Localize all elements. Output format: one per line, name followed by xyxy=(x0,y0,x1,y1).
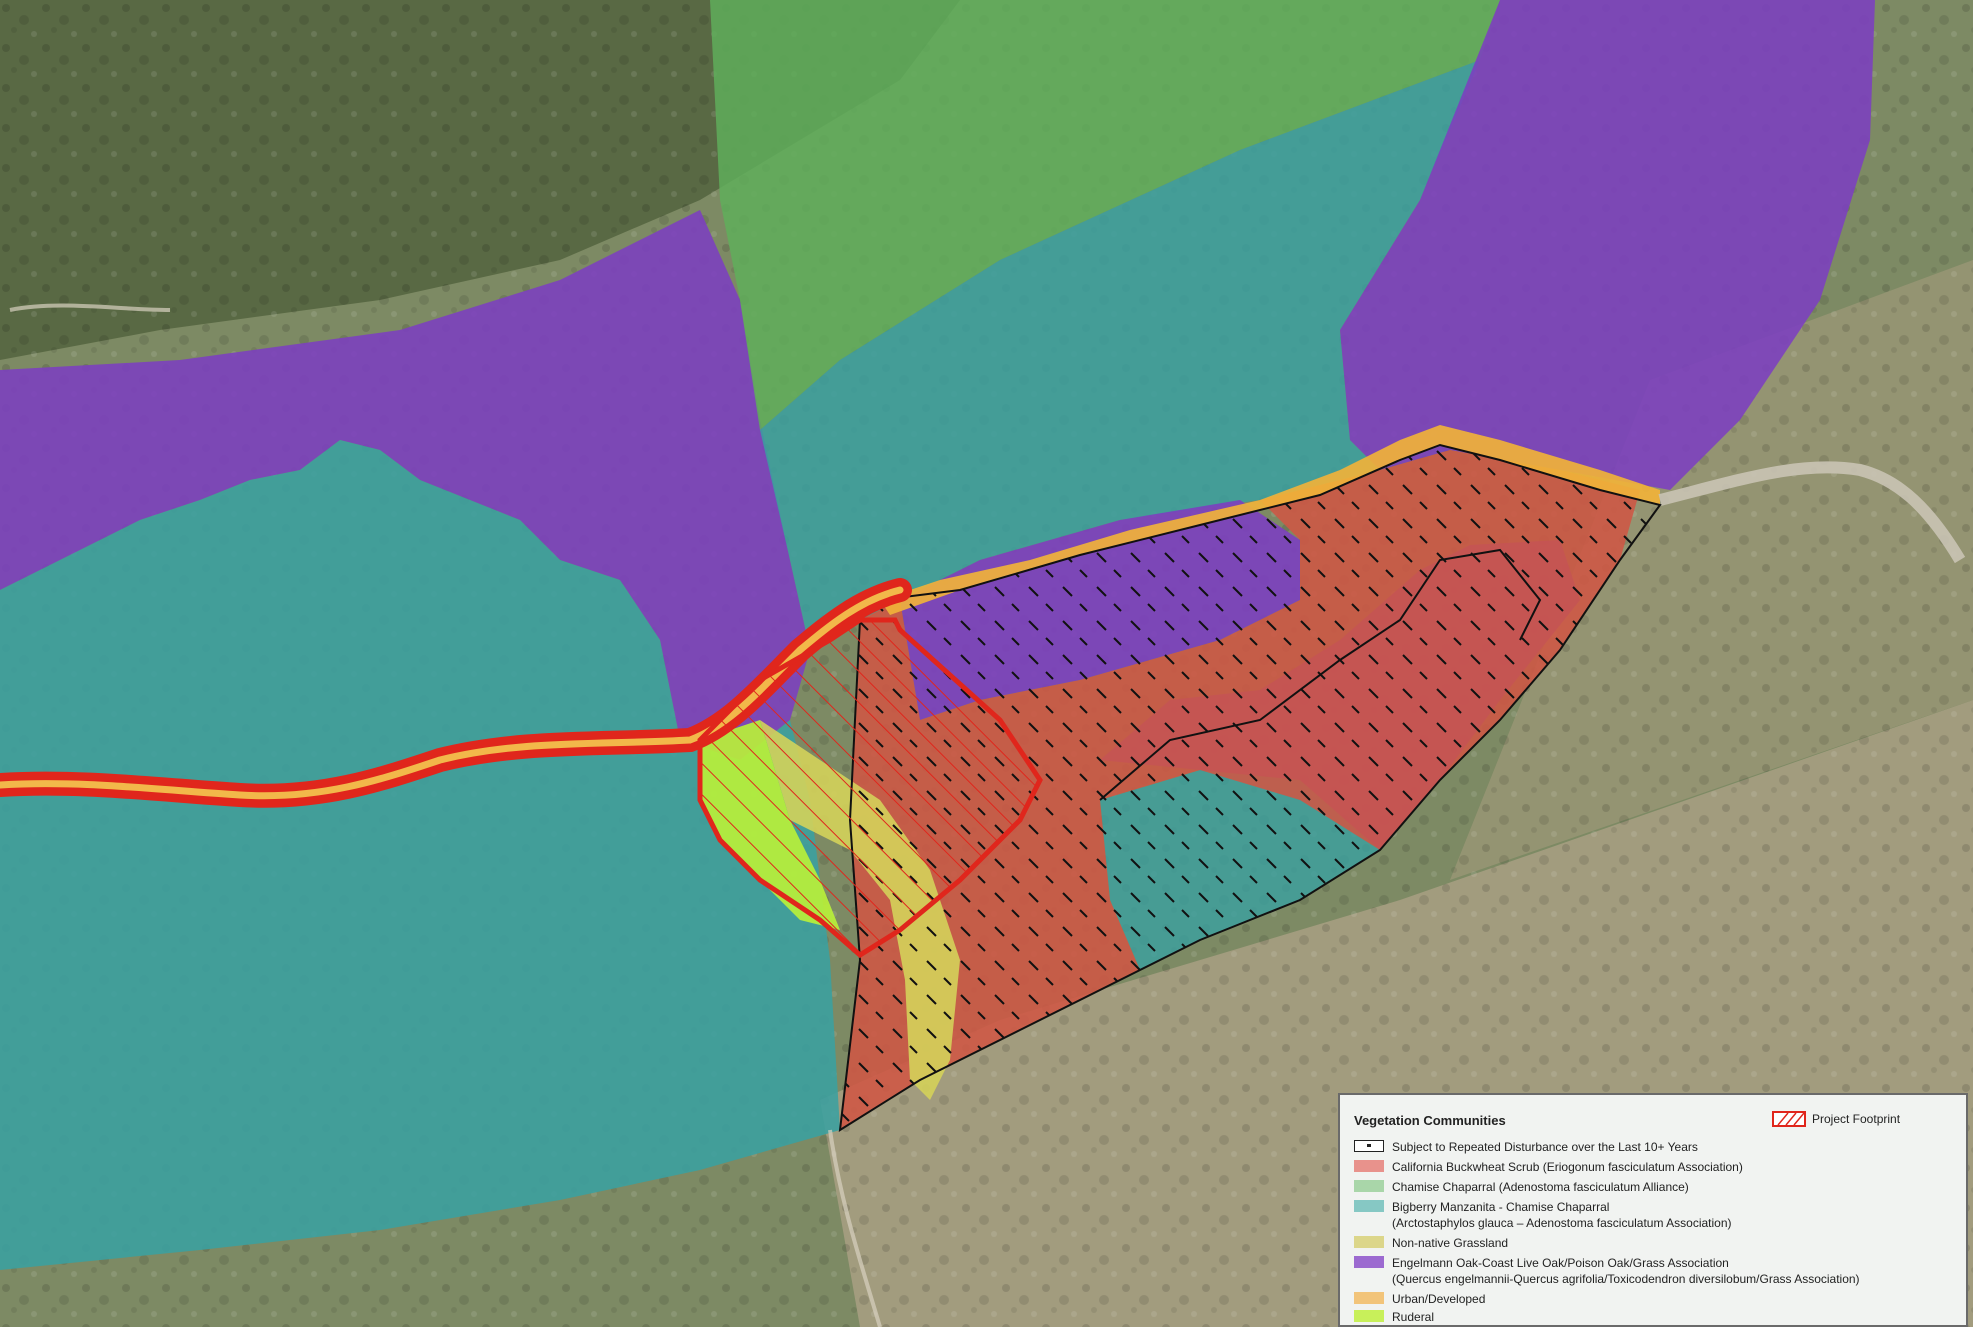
legend-sublabel: (Arctostaphylos glauca – Adenostoma fasc… xyxy=(1392,1216,1732,1230)
legend-swatch xyxy=(1354,1200,1384,1212)
legend-item-urban: Urban/Developed xyxy=(1354,1291,1485,1307)
legend-item-engelmann-oak: Engelmann Oak-Coast Live Oak/Poison Oak/… xyxy=(1354,1255,1860,1287)
legend-label: Ruderal xyxy=(1392,1310,1435,1324)
oak-polygon-east xyxy=(1340,0,1875,490)
legend-swatch xyxy=(1354,1292,1384,1304)
disturbance-area xyxy=(838,443,1662,1132)
oak-polygon-west xyxy=(0,210,810,760)
legend-swatch xyxy=(1354,1180,1384,1192)
legend-item-grassland: Non-native Grassland xyxy=(1354,1235,1508,1251)
disturbance-inner-boundary xyxy=(1099,548,1542,801)
legend-label-group: Engelmann Oak-Coast Live Oak/Poison Oak/… xyxy=(1392,1255,1860,1287)
legend-project-footprint: Project Footprint xyxy=(1772,1111,1900,1127)
legend-swatch xyxy=(1354,1140,1384,1152)
footprint-swatch xyxy=(1772,1111,1806,1127)
legend-swatch xyxy=(1354,1256,1384,1268)
map-legend: Vegetation Communities Project Footprint… xyxy=(1338,1093,1968,1327)
legend-swatch xyxy=(1354,1310,1384,1322)
legend-label: Non-native Grassland xyxy=(1392,1236,1509,1250)
manzanita-polygon-north xyxy=(760,60,1480,650)
legend-item-buckwheat: California Buckwheat Scrub (Eriogonum fa… xyxy=(1354,1159,1743,1175)
legend-label: Urban/Developed xyxy=(1392,1292,1486,1306)
project-footprint-pad xyxy=(697,617,1043,959)
legend-item-chamise: Chamise Chaparral (Adenostoma fasciculat… xyxy=(1354,1179,1689,1195)
legend-label: Bigberry Manzanita - Chamise Chaparral xyxy=(1392,1200,1610,1214)
legend-label: Engelmann Oak-Coast Live Oak/Poison Oak/… xyxy=(1392,1256,1729,1270)
legend-label-group: Bigberry Manzanita - Chamise Chaparral (… xyxy=(1392,1199,1732,1231)
legend-item-disturbance: Subject to Repeated Disturbance over the… xyxy=(1354,1139,1698,1155)
trail-west xyxy=(9,303,171,312)
access-road xyxy=(1658,461,1966,564)
legend-item-ruderal: Ruderal xyxy=(1354,1309,1434,1325)
footprint-label: Project Footprint xyxy=(1812,1112,1901,1126)
legend-label: Chamise Chaparral (Adenostoma fasciculat… xyxy=(1392,1180,1689,1194)
legend-swatch xyxy=(1354,1160,1384,1172)
legend-item-manzanita: Bigberry Manzanita - Chamise Chaparral (… xyxy=(1354,1199,1732,1231)
chamise-polygon xyxy=(710,0,1500,430)
legend-label: Subject to Repeated Disturbance over the… xyxy=(1392,1140,1698,1154)
legend-sublabel: (Quercus engelmannii-Quercus agrifolia/T… xyxy=(1392,1272,1860,1286)
legend-label: California Buckwheat Scrub (Eriogonum fa… xyxy=(1392,1160,1743,1174)
legend-swatch xyxy=(1354,1236,1384,1248)
legend-title: Vegetation Communities xyxy=(1354,1113,1506,1128)
trail-south xyxy=(828,1129,882,1327)
manzanita-polygon-west xyxy=(0,440,840,1270)
project-footprint-road-center xyxy=(0,586,904,800)
